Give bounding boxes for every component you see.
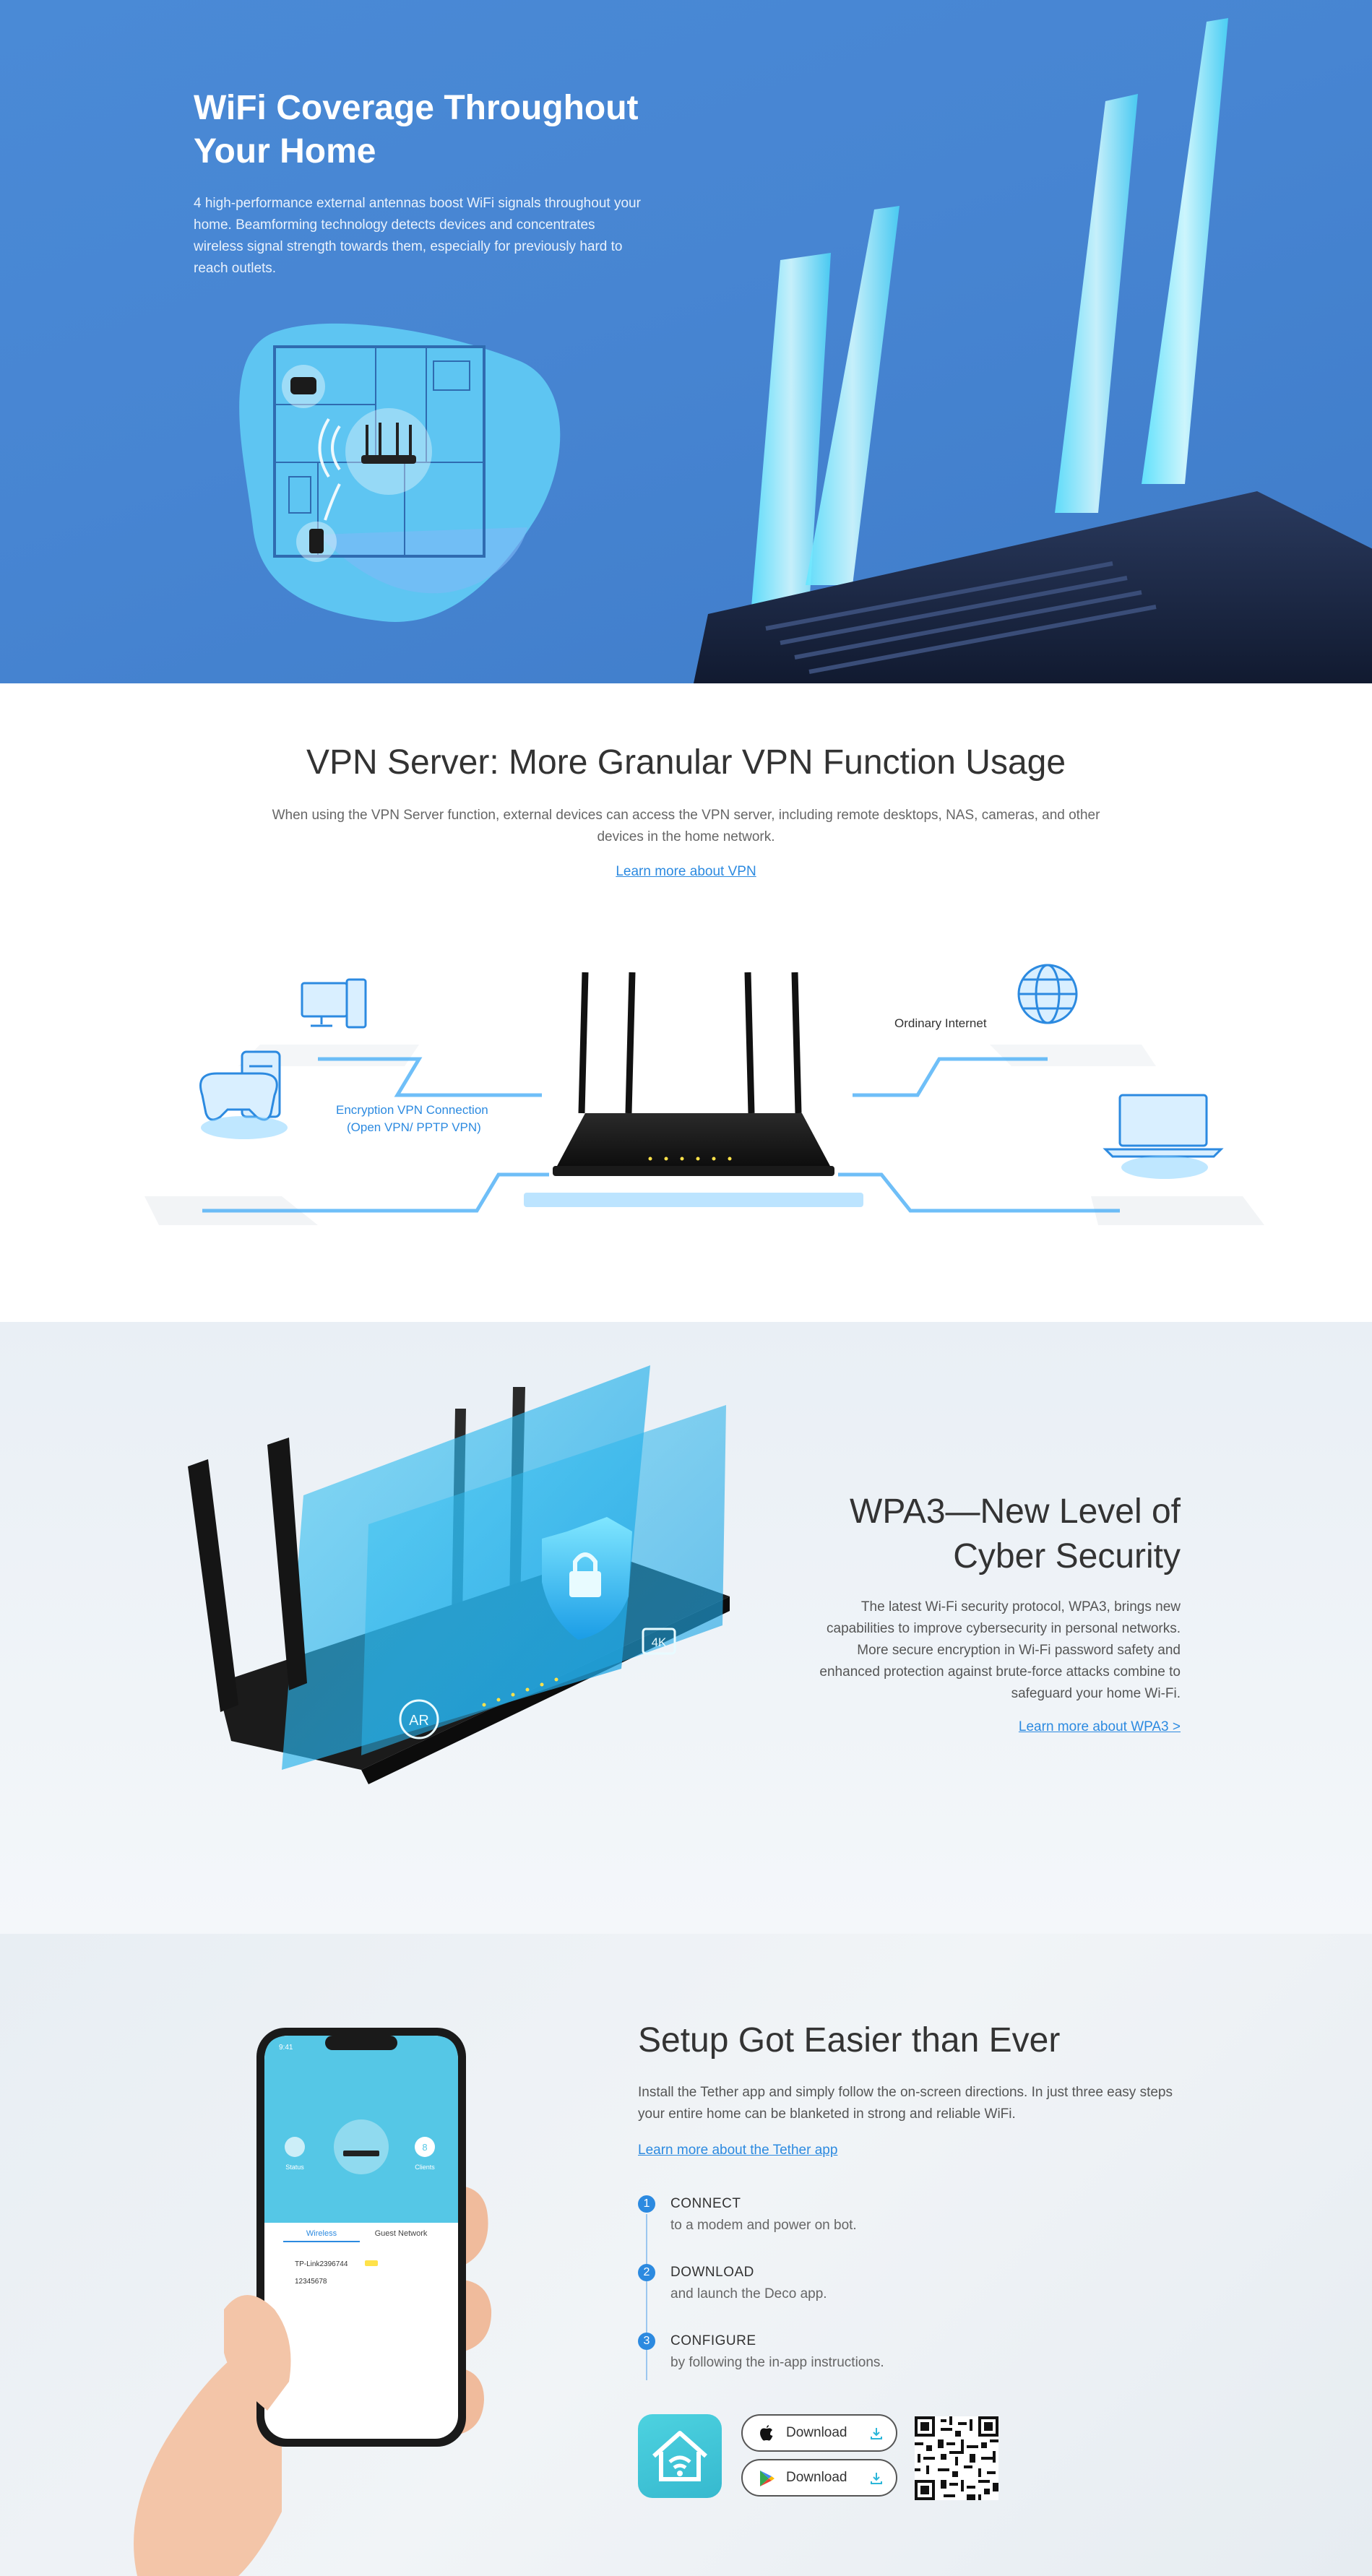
encryption-label-1: Encryption VPN Connection (336, 1103, 488, 1117)
phone-tab-guest: Guest Network (375, 2229, 428, 2238)
vpn-description: When using the VPN Server function, exte… (272, 808, 1100, 844)
wpa3-router-illustration: AR 4K (188, 1365, 730, 1784)
step-subtitle: and launch the Deco app. (670, 2286, 827, 2301)
google-play-icon (760, 2471, 775, 2486)
google-play-label: Download (786, 2470, 847, 2485)
router-image (553, 972, 834, 1176)
phone-ssid: TP-Link2396744 (295, 2260, 348, 2268)
phone-status-label: Status (285, 2164, 304, 2171)
wifi-coverage-section: WiFi Coverage Throughout Your Home 4 hig… (0, 0, 1372, 683)
step-title: DOWNLOAD (670, 2265, 754, 2280)
download-icon (871, 2473, 882, 2484)
step-number: 2 (638, 2264, 655, 2281)
wpa3-description: The latest Wi-Fi security protocol, WPA3… (819, 1599, 1181, 1701)
wpa3-title-line2: Cyber Security (953, 1537, 1181, 1576)
home-wifi-icon (652, 2431, 707, 2481)
tether-app-icon[interactable] (638, 2414, 722, 2498)
step-subtitle: by following the in-app instructions. (670, 2355, 884, 2370)
phone-tab-wireless: Wireless (306, 2229, 337, 2238)
router-icon (361, 423, 416, 464)
vpn-title: VPN Server: More Granular VPN Function U… (306, 743, 1066, 782)
learn-more-tether-link[interactable]: Learn more about the Tether app (638, 2143, 838, 2158)
app-store-download-button[interactable]: Download (741, 2414, 897, 2452)
coverage-description: 4 high-performance external antennas boo… (194, 196, 641, 276)
app-store-label: Download (786, 2425, 847, 2440)
download-icon (871, 2428, 882, 2439)
phone-in-hand-illustration: 9:41 8 Status Clients Wireless Guest Net… (134, 2028, 492, 2576)
wpa3-title: WPA3—New Level of Cyber Security (722, 1490, 1181, 1579)
setup-description: Install the Tether app and simply follow… (638, 2085, 1173, 2122)
step-subtitle: to a modem and power on bot. (670, 2218, 857, 2233)
google-play-download-button[interactable]: Download (741, 2459, 897, 2497)
encryption-label-2: (Open VPN/ PPTP VPN) (347, 1120, 481, 1134)
desktop-computer-icon (301, 978, 367, 1029)
phone-time: 9:41 (279, 2044, 293, 2052)
step-number: 3 (638, 2333, 655, 2350)
globe-icon (1017, 964, 1078, 1024)
step-title: CONNECT (670, 2196, 741, 2211)
wpa3-section: AR 4K WPA3—New Level of Cyber Security T… (0, 1322, 1372, 1934)
coverage-title-line2: Your Home (194, 132, 376, 170)
gamepad-icon (290, 377, 316, 394)
setup-steps: 1 CONNECT to a modem and power on bot. 2… (638, 2194, 1144, 2400)
step-download: 2 DOWNLOAD and launch the Deco app. (638, 2262, 1144, 2331)
app-download-row: Download Download (638, 2414, 1014, 2501)
laptop-icon (1103, 1094, 1224, 1158)
vpn-section: VPN Server: More Granular VPN Function U… (0, 683, 1372, 1322)
floorplan-coverage-illustration (239, 323, 561, 622)
4k-badge: 4K (652, 1635, 667, 1649)
internet-label: Ordinary Internet (894, 1016, 987, 1030)
coverage-title-line1: WiFi Coverage Throughout (194, 89, 639, 127)
step-connect: 1 CONNECT to a modem and power on bot. (638, 2194, 1144, 2262)
phone-icon (309, 529, 324, 553)
apple-icon (760, 2425, 773, 2441)
steps-connector-line (646, 2214, 647, 2380)
ar-badge: AR (409, 1713, 429, 1729)
phone-clients-count: 8 (422, 2142, 427, 2153)
gamepad-icon (199, 1050, 281, 1121)
step-number: 1 (638, 2195, 655, 2213)
shield-lock-icon (542, 1517, 632, 1640)
setup-section: 9:41 8 Status Clients Wireless Guest Net… (0, 1934, 1372, 2576)
learn-more-wpa3-link[interactable]: Learn more about WPA3 > (1018, 1719, 1181, 1734)
router-antennas-illustration (694, 18, 1372, 683)
learn-more-vpn-link[interactable]: Learn more about VPN (616, 864, 756, 879)
qr-code-image (915, 2416, 998, 2500)
coverage-title: WiFi Coverage Throughout Your Home (194, 87, 699, 173)
wpa3-title-line1: WPA3—New Level of (850, 1492, 1181, 1531)
step-title: CONFIGURE (670, 2333, 756, 2348)
phone-clients-label: Clients (415, 2164, 435, 2171)
vpn-diagram: Encryption VPN Connection (Open VPN/ PPT… (144, 964, 1264, 1225)
setup-title: Setup Got Easier than Ever (638, 2021, 1061, 2059)
phone-password: 12345678 (295, 2278, 327, 2286)
step-configure: 3 CONFIGURE by following the in-app inst… (638, 2331, 1144, 2400)
